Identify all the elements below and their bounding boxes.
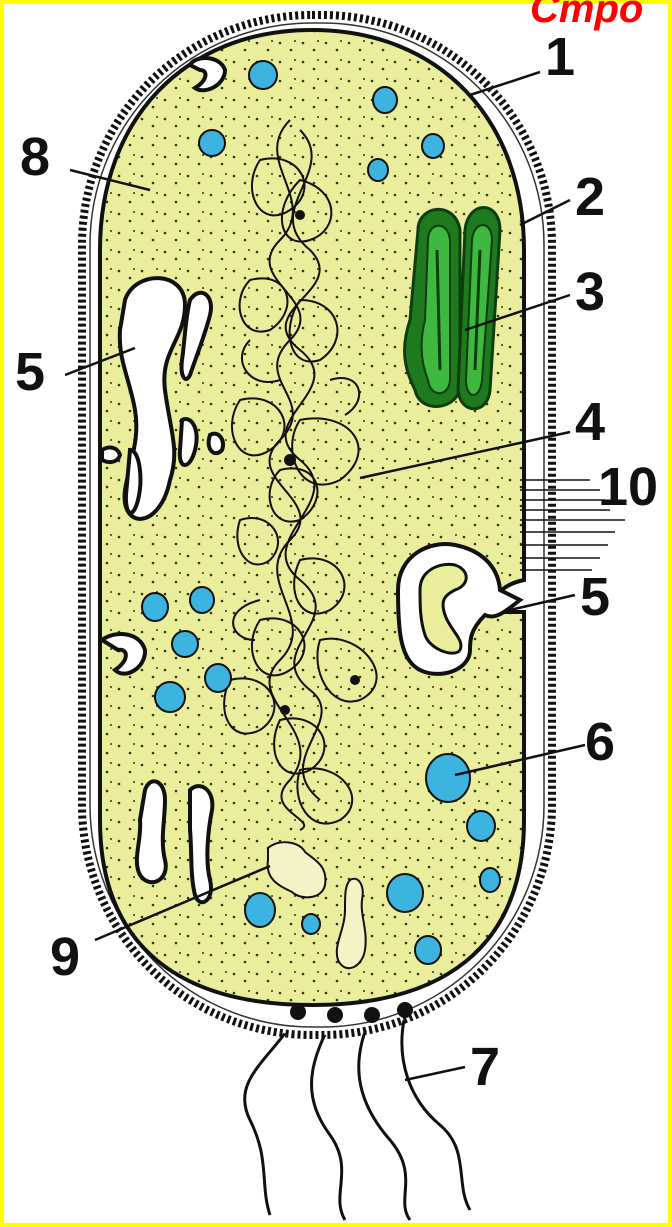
label-3: 3 — [575, 262, 605, 322]
flagella — [245, 1015, 470, 1220]
label-7: 7 — [470, 1037, 500, 1097]
label-2: 2 — [575, 167, 605, 227]
label-10: 10 — [598, 457, 658, 517]
label-6: 6 — [585, 712, 615, 772]
label-5-right: 5 — [580, 567, 610, 627]
label-1: 1 — [545, 27, 575, 87]
thylakoid-membranes — [405, 208, 500, 409]
label-9: 9 — [50, 927, 80, 987]
label-8: 8 — [20, 127, 50, 187]
label-5-left: 5 — [15, 342, 45, 402]
label-4: 4 — [575, 392, 605, 452]
